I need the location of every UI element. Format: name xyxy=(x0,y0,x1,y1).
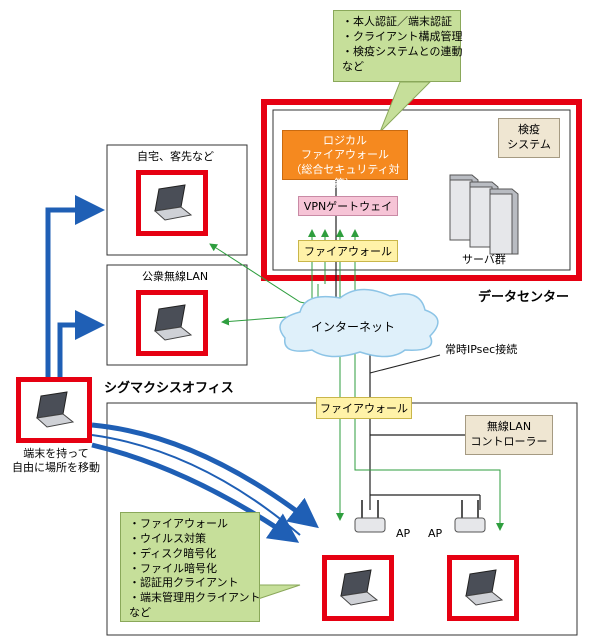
bottom-callout-line4: ・ファイル暗号化 xyxy=(129,561,217,575)
quarantine-line2: システム xyxy=(507,138,551,152)
ap1-label: AP xyxy=(396,527,411,540)
datacenter-firewall-label: ファイアウォール xyxy=(304,245,392,258)
logical-firewall: ロジカル ファイアウォール （総合セキュリティ対策） xyxy=(282,130,408,190)
office-title: シグマクシスオフィス xyxy=(104,381,234,396)
bottom-callout-line2: ・ウイルス対策 xyxy=(129,531,206,545)
laptop-home xyxy=(136,170,208,236)
top-callout-line3: ・検疫システムとの連動 xyxy=(342,44,463,58)
internet-label: インターネット xyxy=(311,320,396,334)
top-callout-line4: など xyxy=(342,59,364,73)
server-cluster-icon xyxy=(449,174,519,255)
laptop-icon xyxy=(464,569,504,606)
laptop-icon xyxy=(339,569,379,606)
top-callout: ・本人認証／端末認証 ・クライアント構成管理 ・検疫システムとの連動 など xyxy=(333,10,463,82)
access-point-icon-1 xyxy=(354,500,386,533)
logical-firewall-line1: ロジカル xyxy=(323,134,367,147)
top-callout-line1: ・本人認証／端末認証 xyxy=(342,15,452,28)
bottom-callout-line5: ・認証用クライアント xyxy=(129,576,239,590)
quarantine-system: 検疫 システム xyxy=(498,118,560,158)
datacenter-title: データセンター xyxy=(478,290,570,305)
bottom-callout-line7: など xyxy=(129,606,151,620)
wireless-lan-controller: 無線LAN コントローラー xyxy=(465,415,553,455)
internet-cloud xyxy=(279,288,439,358)
public-lan-label: 公衆無線LAN xyxy=(142,270,209,283)
laptop-public-lan xyxy=(136,290,208,356)
lan-controller-line2: コントローラー xyxy=(470,435,548,449)
top-callout-line2: ・クライアント構成管理 xyxy=(342,29,463,43)
laptop-mobile-user xyxy=(16,377,92,443)
laptop-icon xyxy=(153,184,193,221)
bottom-callout: ・ファイアウォール ・ウイルス対策 ・ディスク暗号化 ・ファイル暗号化 ・認証用… xyxy=(120,512,261,622)
access-point-icon-2 xyxy=(454,500,486,533)
laptop-icon xyxy=(153,304,193,341)
logical-firewall-line3: （総合セキュリティ対策） xyxy=(290,162,400,190)
laptop-icon xyxy=(35,391,75,428)
quarantine-line1: 検疫 xyxy=(518,123,540,136)
office-firewall: ファイアウォール xyxy=(316,397,412,419)
laptop-office-2 xyxy=(447,555,519,621)
vpn-gateway-label: VPNゲートウェイ xyxy=(303,200,393,213)
logical-firewall-line2: ファイアウォール xyxy=(301,148,389,162)
office-firewall-label: ファイアウォール xyxy=(320,402,408,415)
mobile-user-line1: 端末を持って xyxy=(23,447,89,460)
bottom-callout-line3: ・ディスク暗号化 xyxy=(129,546,217,560)
mobile-user-label: 端末を持って 自由に場所を移動 xyxy=(4,447,108,475)
ipsec-label: 常時IPsec接続 xyxy=(445,343,518,356)
laptop-office-1 xyxy=(322,555,394,621)
home-label: 自宅、客先など xyxy=(137,150,214,163)
servers-label: サーバ群 xyxy=(462,253,506,266)
datacenter-firewall: ファイアウォール xyxy=(298,240,398,262)
bottom-callout-line1: ・ファイアウォール xyxy=(129,517,228,530)
bottom-callout-line6: ・端末管理用クライアント xyxy=(129,591,261,605)
ap2-label: AP xyxy=(428,527,443,540)
vpn-gateway: VPNゲートウェイ xyxy=(298,196,398,216)
mobile-user-line2: 自由に場所を移動 xyxy=(12,460,100,474)
lan-controller-line1: 無線LAN xyxy=(486,420,532,433)
